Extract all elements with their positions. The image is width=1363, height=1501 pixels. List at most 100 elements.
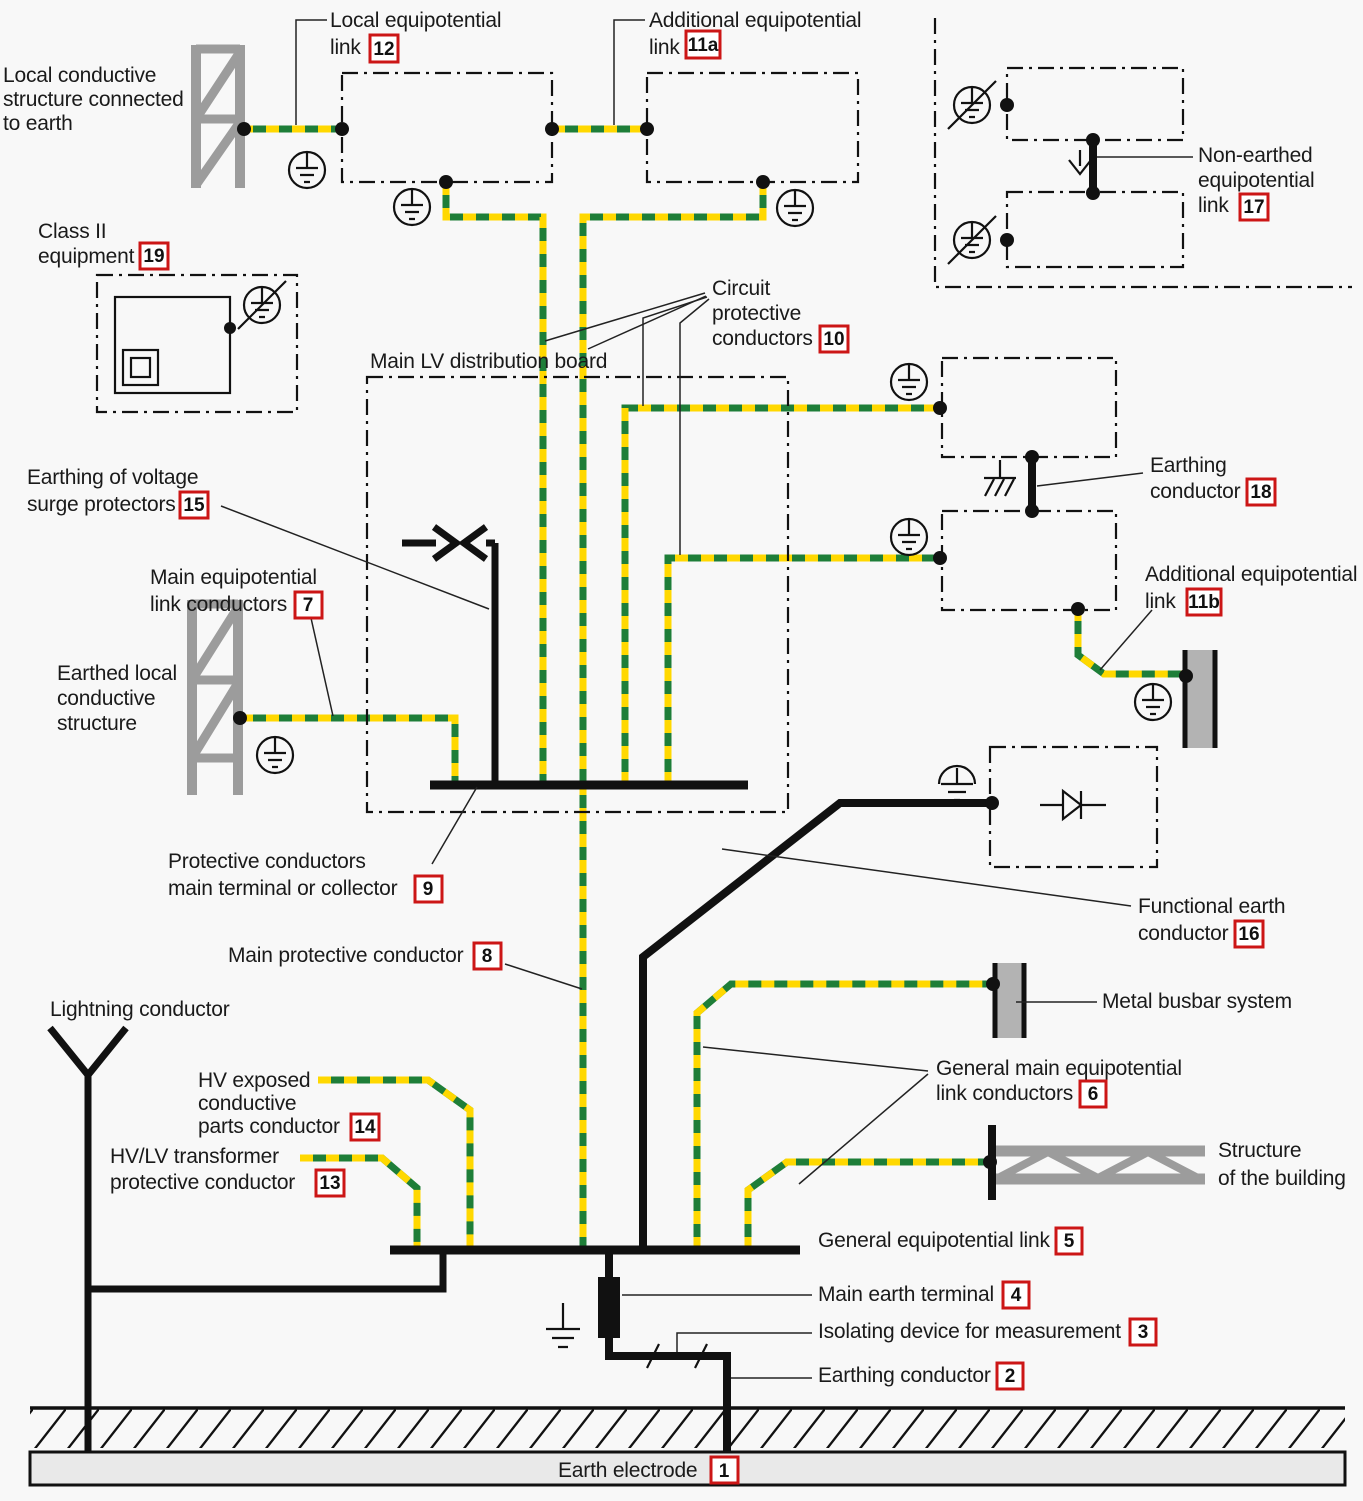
symbols (113, 79, 1173, 1349)
badge-17: 17 (1238, 192, 1270, 222)
lightning-rod-icon (47, 1025, 129, 1452)
badge-num: 8 (482, 946, 493, 967)
label-general-link: General equipotential link (818, 1229, 1050, 1252)
earth-symbol-icon (287, 150, 327, 190)
conductive-element-icon (1182, 650, 1218, 748)
earth-symbol-icon (1133, 682, 1173, 722)
badge-num: 7 (303, 595, 314, 616)
label-surge-earthing: surge protectors (27, 493, 176, 516)
label-earthing-conductor-18: Earthing (1150, 454, 1227, 477)
label-main-equipotential: Main equipotential (150, 566, 317, 589)
label-non-earthed-link: equipotential (1198, 169, 1315, 192)
label-additional-link-b: Additional equipotential (1145, 563, 1357, 586)
lightning-bond (88, 1250, 447, 1293)
label-building-structure: Structure (1218, 1139, 1301, 1162)
truss-icon (187, 599, 243, 795)
label-surge-earthing: Earthing of voltage (27, 466, 198, 489)
equipment-box-top-left (340, 71, 554, 184)
label-earthed-structure: Earthed local (57, 662, 177, 685)
badge-9: 9 (413, 874, 444, 904)
badge-num: 17 (1243, 197, 1264, 218)
badge-num: 16 (1238, 924, 1259, 945)
earth-symbol-icon (889, 517, 929, 557)
label-local-structure: structure connected (3, 88, 184, 111)
badge-num: 18 (1250, 482, 1271, 503)
badge-7: 7 (293, 590, 324, 620)
badge-num: 11a (688, 35, 719, 56)
badge-5: 5 (1054, 1226, 1084, 1256)
ground-soil (28, 1406, 1347, 1487)
label-main-equipotential: link conductors (150, 593, 287, 616)
label-main-earth-terminal: Main earth terminal (818, 1283, 994, 1306)
equipment-box-right-lower (940, 509, 1118, 612)
badge-num: 11b (1188, 592, 1220, 613)
earth-electrode-bar (28, 1450, 1347, 1487)
label-additional-link-a: link (649, 36, 680, 59)
truss-icon (191, 44, 245, 188)
label-isolating-device: Isolating device for measurement (818, 1320, 1121, 1343)
badge-14: 14 (349, 1112, 381, 1142)
label-local-structure: to earth (3, 112, 73, 135)
label-hv-exposed: HV exposed (198, 1069, 310, 1092)
equipment-box-right-upper (940, 356, 1118, 459)
label-local-structure: Local conductive (3, 64, 156, 87)
label-hv-exposed: conductive (198, 1092, 296, 1115)
black-conductors (47, 140, 1097, 1452)
no-earth-symbol-icon (946, 79, 998, 131)
label-general-main-equipotential: link conductors (936, 1082, 1073, 1105)
badge-num: 15 (183, 495, 205, 516)
earth-symbol-icon (546, 1303, 580, 1349)
badge-num: 1 (719, 1461, 730, 1482)
earth-symbol-icon (775, 188, 815, 228)
badge-num: 10 (823, 329, 844, 350)
badge-13: 13 (314, 1168, 346, 1198)
label-non-earthed-link: Non-earthed (1198, 144, 1313, 167)
badge-19: 19 (138, 241, 170, 271)
label-additional-link-a: Additional equipotential (649, 9, 861, 32)
lv-board-enclosure (365, 375, 790, 814)
label-earth-electrode: Earth electrode (558, 1459, 697, 1482)
label-main-protective: Main protective conductor (228, 944, 464, 967)
badge-num: 2 (1005, 1366, 1016, 1387)
surge-arrester-icon (402, 524, 495, 562)
label-earthed-structure: structure (57, 712, 137, 735)
earthing-conductor-2-path (605, 1338, 731, 1452)
no-earth-symbol-icon (236, 279, 288, 331)
non-earthed-box-lower (1005, 190, 1185, 269)
main-earth-terminal-block (598, 1277, 620, 1338)
badge-11b: 11b (1185, 587, 1223, 617)
badge-18: 18 (1245, 477, 1277, 507)
label-earthing-conductor: Earthing conductor (818, 1364, 991, 1387)
label-functional-earth: Functional earth (1138, 895, 1285, 918)
badge-3: 3 (1128, 1317, 1158, 1347)
badge-2: 2 (995, 1361, 1025, 1391)
label-collector: Protective conductors (168, 850, 366, 873)
label-main-lv-board: Main LV distribution board (370, 350, 607, 373)
metal-busbar-icon (992, 963, 1027, 1038)
label-building-structure: of the building (1218, 1167, 1346, 1190)
label-collector: main terminal or collector (168, 877, 398, 900)
leader-lines (220, 19, 1193, 1379)
non-earthed-box-upper (1005, 66, 1185, 142)
badge-15: 15 (178, 490, 210, 520)
earth-symbol-icon (889, 362, 929, 402)
earth-bar-icon (984, 460, 1016, 497)
label-metal-busbar: Metal busbar system (1102, 990, 1292, 1013)
label-earthing-conductor-18: conductor (1150, 480, 1241, 503)
building-structure-icon (988, 1125, 1205, 1200)
badge-num: 4 (1011, 1285, 1022, 1306)
reference-badges: 1 2 11a 17 19 10 18 15 7 (138, 29, 1277, 1485)
functional-equipment-box (988, 745, 1159, 869)
label-general-main-equipotential: General main equipotential (936, 1057, 1182, 1080)
badge-num: 9 (423, 879, 434, 900)
badge-num: 13 (319, 1173, 340, 1194)
badge-num: 3 (1138, 1322, 1149, 1343)
green-yellow-conductors (240, 125, 1186, 1250)
label-lightning: Lightning conductor (50, 998, 230, 1021)
earth-symbol-icon (255, 735, 295, 775)
equipment-box-top-right (645, 71, 860, 184)
connection-dots (224, 98, 1193, 1169)
label-hv-exposed: parts conductor (198, 1115, 340, 1138)
